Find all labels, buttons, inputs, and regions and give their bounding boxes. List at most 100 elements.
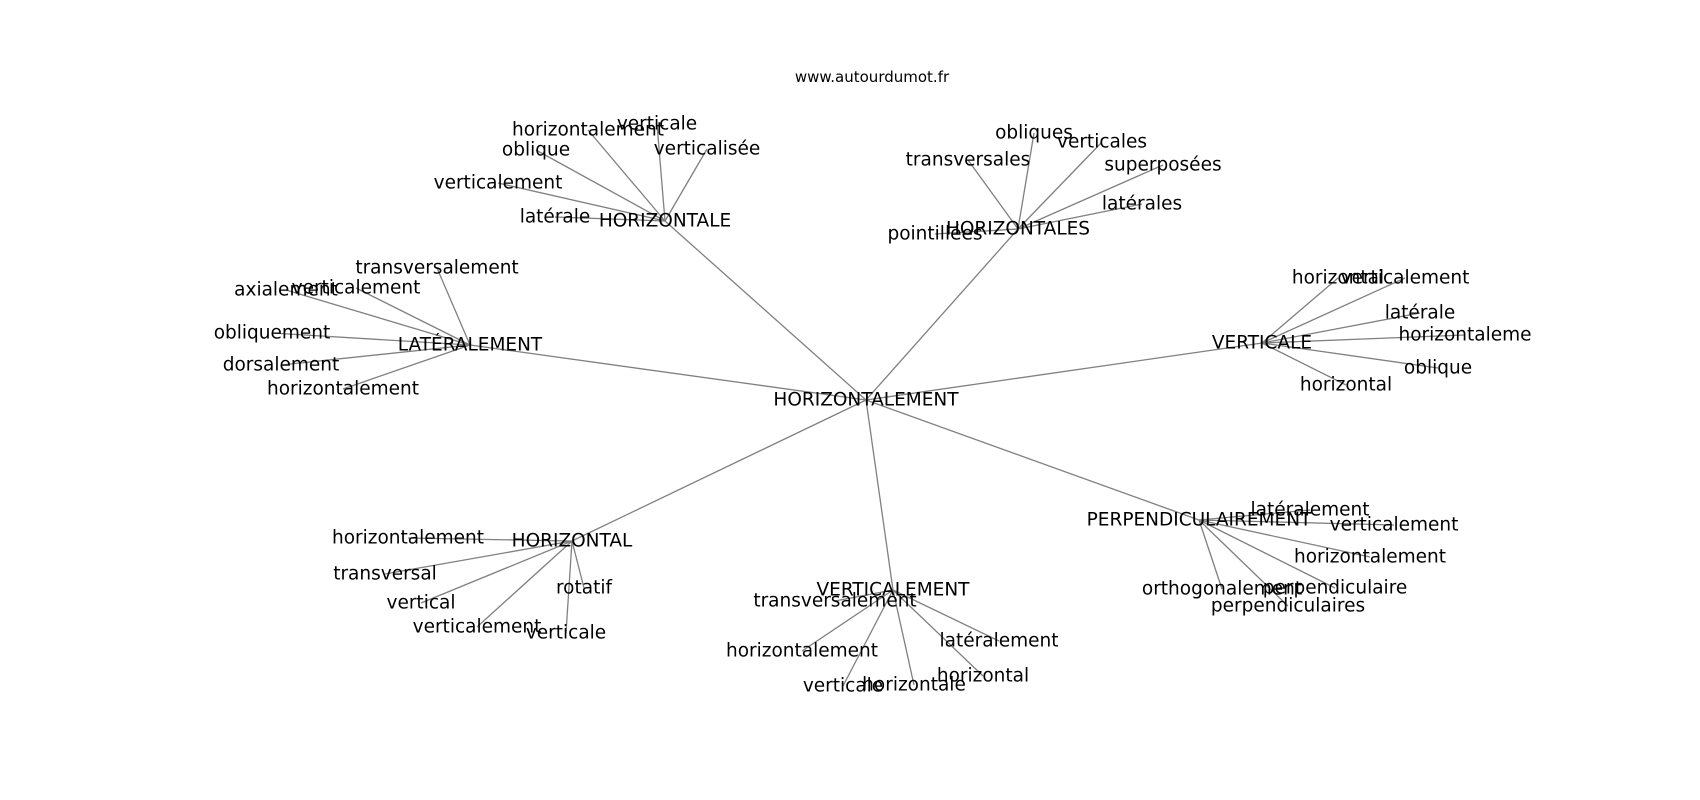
leaf-node-label: obliquement bbox=[214, 323, 331, 344]
edge-hub-to-leaf bbox=[355, 287, 471, 346]
leaf-node-label: axialement bbox=[234, 280, 338, 301]
leaf-node-label: verticalement bbox=[413, 617, 542, 638]
leaf-node-label: rotatif bbox=[556, 578, 613, 599]
hub-node-label: LATÉRALEMENT bbox=[398, 334, 543, 356]
edge-hub-to-leaf bbox=[801, 589, 894, 652]
leaf-node-label: dorsalement bbox=[223, 355, 340, 376]
leaf-node-label: verticalement bbox=[292, 278, 421, 299]
edge-center-to-hub bbox=[865, 228, 1019, 401]
leaf-node-label: verticalement bbox=[1330, 515, 1459, 536]
leaf-node-label: latérale bbox=[1385, 303, 1456, 324]
graph-edges bbox=[271, 123, 1466, 687]
edge-hub-to-leaf bbox=[967, 159, 1019, 230]
edge-hub-to-leaf bbox=[892, 589, 984, 677]
edge-hub-to-leaf bbox=[1017, 164, 1164, 230]
hub-node-label: HORIZONTAL bbox=[512, 531, 633, 552]
hub-node-label: VERTICALEMENT bbox=[817, 580, 971, 601]
leaf-node-label: horizontal bbox=[937, 666, 1029, 687]
leaf-node-label: superposées bbox=[1104, 155, 1221, 176]
graph-labels: HORIZONTALEMENT HORIZONTALE horizontalemen… bbox=[214, 114, 1532, 697]
leaf-node-label: transversalement bbox=[355, 258, 518, 279]
leaf-node-label: orthogonalement bbox=[1142, 579, 1302, 600]
edge-hub-to-leaf bbox=[384, 540, 573, 575]
edge-hub-to-leaf bbox=[842, 589, 894, 687]
center-node-label: HORIZONTALEMENT bbox=[773, 390, 959, 411]
leaf-node-label: latéralement bbox=[1251, 500, 1370, 521]
leaf-node-label: horizontalement bbox=[726, 641, 878, 662]
edge-center-to-hub bbox=[469, 344, 867, 401]
leaf-node-label: latérales bbox=[1102, 194, 1182, 215]
leaf-node-label: latérale bbox=[520, 207, 591, 228]
edge-hub-to-leaf bbox=[1017, 141, 1103, 230]
leaf-node-label: vertical bbox=[387, 593, 456, 614]
leaf-node-label: horizontal bbox=[1292, 268, 1384, 289]
edge-hub-to-leaf bbox=[285, 289, 471, 346]
edge-hub-to-leaf bbox=[1198, 509, 1311, 521]
edge-center-to-hub bbox=[664, 220, 867, 401]
edge-hub-to-leaf bbox=[1198, 519, 1336, 589]
edge-hub-to-leaf bbox=[497, 182, 666, 222]
leaf-node-label: perpendiculaires bbox=[1211, 596, 1365, 617]
edge-hub-to-leaf bbox=[892, 589, 915, 686]
leaf-node-label: verticale bbox=[526, 623, 606, 644]
edge-hub-to-leaf bbox=[1261, 277, 1406, 344]
edge-hub-to-leaf bbox=[554, 216, 666, 222]
edge-hub-to-leaf bbox=[1261, 342, 1439, 369]
edge-hub-to-leaf bbox=[1198, 519, 1371, 558]
leaf-node-label: verticales bbox=[1057, 132, 1147, 153]
leaf-node-label: horizontaleme bbox=[1398, 325, 1531, 346]
hub-node-label: PERPENDICULAIREMENT bbox=[1087, 510, 1312, 531]
edge-hub-to-leaf bbox=[1198, 519, 1223, 590]
edge-hub-to-leaf bbox=[934, 228, 1019, 235]
leaf-node-label: verticalisée bbox=[654, 139, 761, 160]
leaf-node-label: transversales bbox=[906, 150, 1031, 171]
edge-center-to-hub bbox=[571, 399, 867, 542]
edge-center-to-hub bbox=[865, 399, 894, 591]
edge-hub-to-leaf bbox=[271, 332, 471, 346]
hub-node-label: HORIZONTALES bbox=[946, 219, 1090, 240]
leaf-node-label: horizontal bbox=[1300, 375, 1392, 396]
edge-hub-to-leaf bbox=[664, 148, 708, 222]
edge-hub-to-leaf bbox=[565, 540, 573, 634]
leaf-node-label: horizontalement bbox=[1294, 547, 1446, 568]
edge-hub-to-leaf bbox=[656, 123, 666, 222]
edge-hub-to-leaf bbox=[571, 540, 585, 589]
edge-hub-to-leaf bbox=[476, 540, 573, 628]
edge-hub-to-leaf bbox=[1261, 312, 1421, 344]
leaf-node-label: horizontalement bbox=[332, 528, 484, 549]
source-url: www.autourdumot.fr bbox=[795, 68, 950, 86]
leaf-node-label: obliques bbox=[995, 123, 1073, 144]
edge-hub-to-leaf bbox=[280, 344, 471, 366]
hub-node-label: HORIZONTALE bbox=[599, 211, 731, 232]
edge-hub-to-leaf bbox=[407, 537, 573, 542]
edge-hub-to-leaf bbox=[1261, 277, 1339, 344]
leaf-node-label: horizontalement bbox=[512, 120, 664, 141]
leaf-node-label: pointillées bbox=[887, 224, 982, 245]
edge-hub-to-leaf bbox=[1017, 132, 1035, 230]
edge-hub-to-leaf bbox=[1261, 342, 1347, 386]
edge-hub-to-leaf bbox=[535, 149, 666, 222]
edge-hub-to-leaf bbox=[892, 589, 1000, 642]
leaf-node-label: horizontalement bbox=[267, 379, 419, 400]
edge-hub-to-leaf bbox=[834, 589, 894, 602]
leaf-node-label: verticale bbox=[803, 676, 883, 697]
edge-hub-to-leaf bbox=[342, 344, 471, 390]
leaf-node-label: verticale bbox=[617, 114, 697, 135]
leaf-node-label: transversal bbox=[333, 564, 437, 585]
edge-hub-to-leaf bbox=[436, 267, 471, 346]
leaf-node-label: transversalement bbox=[753, 591, 916, 612]
leaf-node-label: verticalement bbox=[434, 173, 563, 194]
leaf-node-label: latéralement bbox=[940, 631, 1059, 652]
edge-hub-to-leaf bbox=[420, 540, 573, 604]
edge-hub-to-leaf bbox=[1198, 519, 1395, 526]
leaf-node-label: oblique bbox=[1404, 358, 1472, 379]
edge-hub-to-leaf bbox=[1261, 334, 1466, 344]
edge-hub-to-leaf bbox=[1198, 519, 1289, 607]
edge-center-to-hub bbox=[865, 399, 1200, 521]
leaf-node-label: horizontale bbox=[862, 675, 966, 696]
hub-node-label: VERTICALE bbox=[1212, 333, 1312, 354]
leaf-node-label: perpendiculaire bbox=[1263, 578, 1408, 599]
edge-hub-to-leaf bbox=[587, 129, 666, 222]
edge-hub-to-leaf bbox=[1017, 203, 1143, 230]
